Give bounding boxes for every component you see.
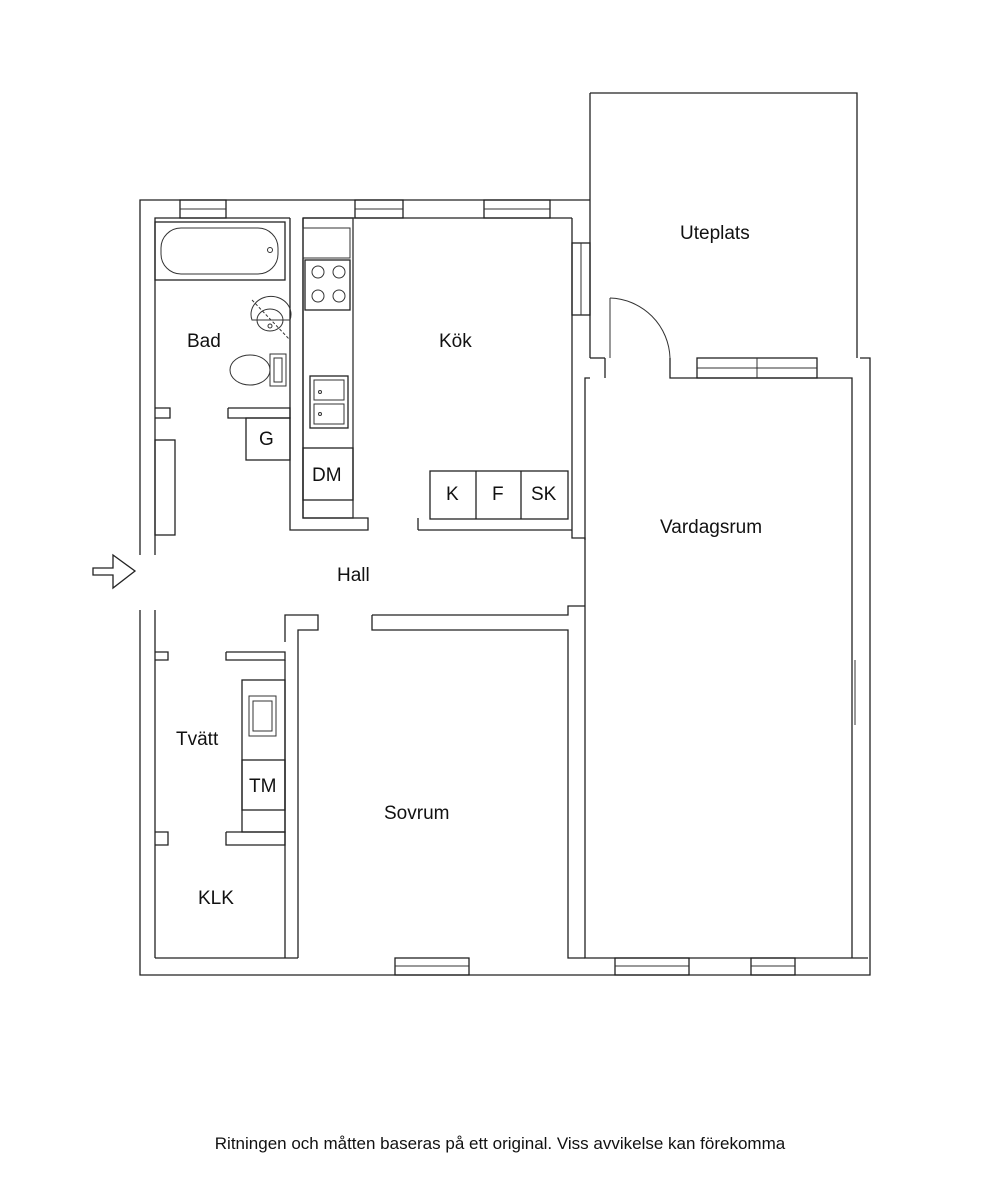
dishwasher-box [302, 447, 354, 501]
laundry-sink-icon [248, 695, 277, 737]
stove-icon [304, 259, 351, 311]
room-label-klk: KLK [198, 888, 234, 909]
bathtub-icon [154, 221, 286, 281]
fixture-label-g: G [259, 429, 274, 450]
disclaimer-note: Ritningen och måtten baseras på ett orig… [215, 1134, 786, 1153]
room-label-sovrum: Sovrum [384, 803, 449, 824]
toilet-icon [229, 353, 287, 387]
room-label-bad: Bad [187, 331, 221, 352]
room-label-uteplats: Uteplats [680, 223, 750, 244]
laundry-counter [241, 679, 286, 833]
exterior-walls [139, 199, 871, 976]
room-label-kok: Kök [439, 331, 472, 352]
fixture-label-tm: TM [249, 776, 276, 797]
windows [154, 199, 818, 976]
fixture-label-f: F [492, 484, 504, 505]
room-label-tvatt: Tvätt [176, 729, 219, 750]
appliance-row [429, 470, 569, 520]
room-label-hall: Hall [337, 565, 370, 586]
interior-walls [155, 218, 856, 959]
sink-icon [250, 295, 292, 341]
room-label-vardagsrum: Vardagsrum [660, 517, 762, 538]
fixture-label-sk: SK [531, 484, 557, 505]
fixture-label-k: K [446, 484, 459, 505]
fixture-label-dm: DM [312, 465, 342, 486]
entrance-arrow-icon [92, 553, 137, 590]
kitchen-sink-icon [309, 375, 349, 429]
patio [589, 92, 858, 359]
